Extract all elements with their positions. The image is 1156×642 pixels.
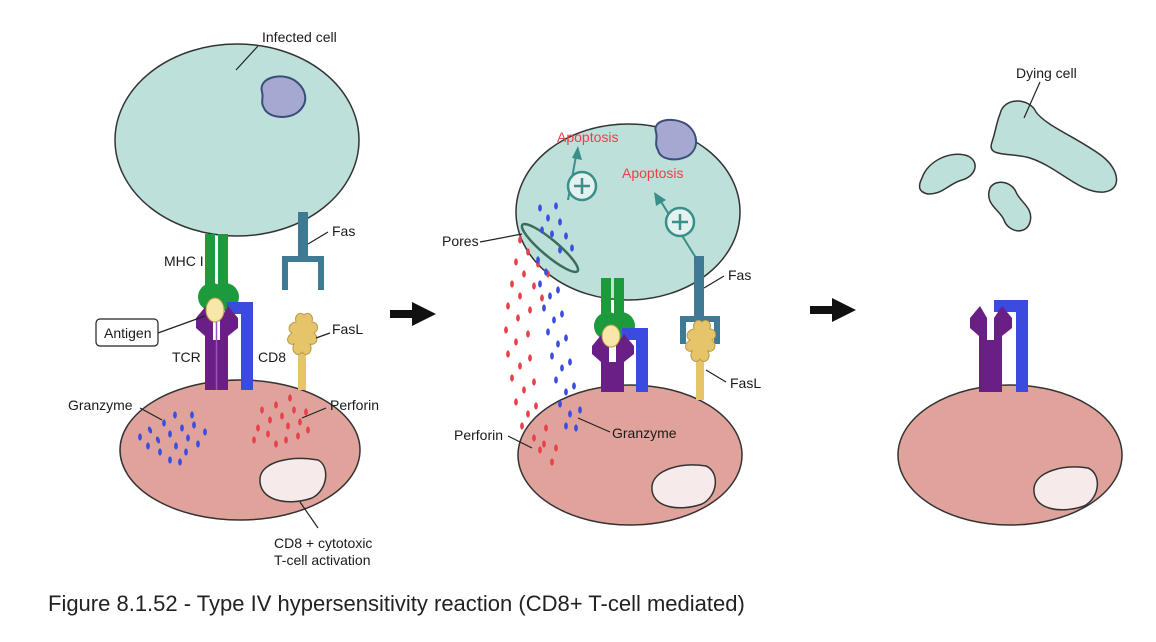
- label-fas-1: Fas: [332, 223, 355, 239]
- antigen-2: [601, 324, 621, 348]
- panel-3: Dying cell: [897, 65, 1123, 526]
- label-activation-line1: CD8 + cytotoxic: [274, 535, 372, 551]
- arrow-right-2: [810, 298, 856, 322]
- t-cell: [119, 379, 361, 521]
- t-cell-nucleus: [259, 457, 327, 503]
- label-granzyme-2: Granzyme: [612, 425, 677, 441]
- label-infected-cell: Infected cell: [262, 29, 337, 45]
- infected-cell-nucleus-2: [654, 118, 697, 161]
- label-fasl-2: FasL: [730, 375, 761, 391]
- label-granzyme-1: Granzyme: [68, 397, 133, 413]
- label-apoptosis-2: Apoptosis: [622, 165, 683, 181]
- infected-cell: [114, 43, 360, 237]
- apoptosis-signal-1: [566, 146, 598, 202]
- dying-cell-fragment-2: [918, 153, 976, 195]
- panel-2: Apoptosis Apoptosis Pores Fas FasL Perfo…: [442, 118, 761, 526]
- cd8-molecule: [227, 302, 253, 390]
- infected-cell-nucleus: [260, 75, 307, 118]
- label-apoptosis-1: Apoptosis: [557, 129, 618, 145]
- label-cd8: CD8: [258, 349, 286, 365]
- dying-cell-fragment-3: [987, 181, 1032, 232]
- label-fas-2: Fas: [728, 267, 751, 283]
- tcr-stem-3: [980, 340, 1001, 392]
- fas-receptor-2: [680, 256, 720, 344]
- antigen-label-box: [95, 318, 159, 347]
- pore: [520, 222, 580, 274]
- apoptosis-signal-2: [654, 192, 697, 259]
- label-antigen: Antigen: [104, 325, 151, 341]
- tcr-stem-2: [602, 362, 623, 392]
- label-mhc-i: MHC I: [164, 253, 204, 269]
- label-pores: Pores: [442, 233, 479, 249]
- label-perforin-1: Perforin: [330, 397, 379, 413]
- panel-1: Infected cell Fas MHC I Antigen FasL TCR…: [68, 29, 379, 568]
- figure-caption: Figure 8.1.52 - Type IV hypersensitivity…: [48, 591, 745, 616]
- leader-lines-2: [479, 233, 727, 449]
- cd8-molecule-3: [994, 300, 1028, 392]
- label-fasl-1: FasL: [332, 321, 363, 337]
- leader-line-dying: [1023, 81, 1041, 119]
- fasl-molecule-2: [685, 319, 717, 400]
- t-cell-nucleus-2: [651, 464, 716, 509]
- t-cell-2: [517, 384, 743, 526]
- label-tcr: TCR: [172, 349, 201, 365]
- arrow-right-1: [390, 302, 436, 326]
- fas-receptor: [282, 212, 324, 290]
- label-perforin-2: Perforin: [454, 427, 503, 443]
- fasl-molecule: [287, 312, 319, 390]
- antigen: [205, 297, 225, 323]
- t-cell-nucleus-3: [1033, 466, 1098, 511]
- label-dying-cell: Dying cell: [1016, 65, 1077, 81]
- leader-lines-1: [139, 45, 331, 529]
- cd8-molecule-2: [622, 328, 648, 392]
- dying-cell-fragment-1: [990, 100, 1118, 193]
- label-activation-line2: T-cell activation: [274, 552, 370, 568]
- infected-cell-2: [515, 123, 741, 301]
